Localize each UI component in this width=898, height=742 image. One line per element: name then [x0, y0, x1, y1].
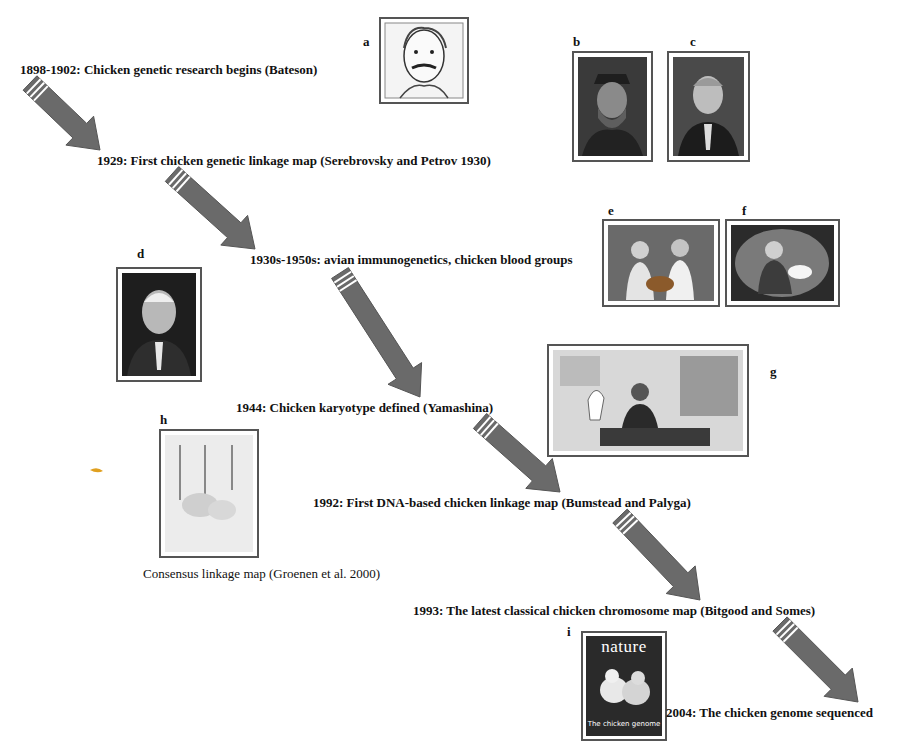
- photo-letter: g: [770, 364, 777, 380]
- photo-letter: h: [160, 412, 167, 428]
- photo-letter: a: [363, 34, 370, 50]
- timeline-entry: 1929: First chicken genetic linkage map …: [97, 153, 491, 169]
- timeline-entry: 1993: The latest classical chicken chrom…: [413, 603, 815, 619]
- cover-title: nature: [601, 637, 646, 657]
- timeline-entry: 1992: First DNA-based chicken linkage ma…: [313, 495, 691, 511]
- smudge-mark: [90, 468, 103, 472]
- journal-cover: [582, 632, 666, 740]
- timeline-text: 1930s-1950s: avian immunogenetics, chick…: [250, 252, 573, 268]
- timeline-text: 1993: The latest classical chicken chrom…: [413, 603, 815, 619]
- portrait-photo: [117, 268, 201, 381]
- portrait-photo: [573, 52, 652, 161]
- flow-arrow: [165, 167, 255, 249]
- timeline-text: 2004: The chicken genome sequenced: [666, 705, 873, 721]
- flow-arrow: [773, 617, 858, 702]
- timeline-entry: 1930s-1950s: avian immunogenetics, chick…: [250, 252, 573, 268]
- photo-caption: Consensus linkage map (Groenen et al. 20…: [143, 566, 380, 582]
- group-photo: [603, 220, 719, 306]
- timeline-text: 1898-1902: Chicken genetic research begi…: [20, 62, 317, 78]
- timeline-entry: 1944: Chicken karyotype defined (Yamashi…: [236, 400, 493, 416]
- timeline-entry: 1898-1902: Chicken genetic research begi…: [20, 62, 317, 78]
- portrait-photo: [380, 18, 468, 103]
- cover-subtitle: The chicken genome: [588, 720, 661, 728]
- timeline-text: 1929: First chicken genetic linkage map …: [97, 153, 491, 169]
- office-photo: [548, 345, 748, 456]
- portrait-photo: [668, 52, 749, 161]
- timeline-text: 1944: Chicken karyotype defined (Yamashi…: [236, 400, 493, 416]
- photo-letter: b: [573, 34, 580, 50]
- flow-arrow: [473, 414, 560, 493]
- flow-arrow: [23, 76, 100, 150]
- photo-letter: c: [690, 34, 696, 50]
- flow-arrow: [613, 509, 700, 600]
- photo-letter: e: [608, 203, 614, 219]
- linkage-map-photo: [160, 430, 258, 557]
- photo-letter: i: [567, 624, 571, 640]
- photo-letter: d: [137, 246, 144, 262]
- timeline-entry: 2004: The chicken genome sequenced: [666, 705, 873, 721]
- flow-arrow: [332, 268, 422, 397]
- timeline-text: 1992: First DNA-based chicken linkage ma…: [313, 495, 691, 511]
- photo-letter: f: [742, 203, 746, 219]
- oval-photo: [726, 220, 839, 306]
